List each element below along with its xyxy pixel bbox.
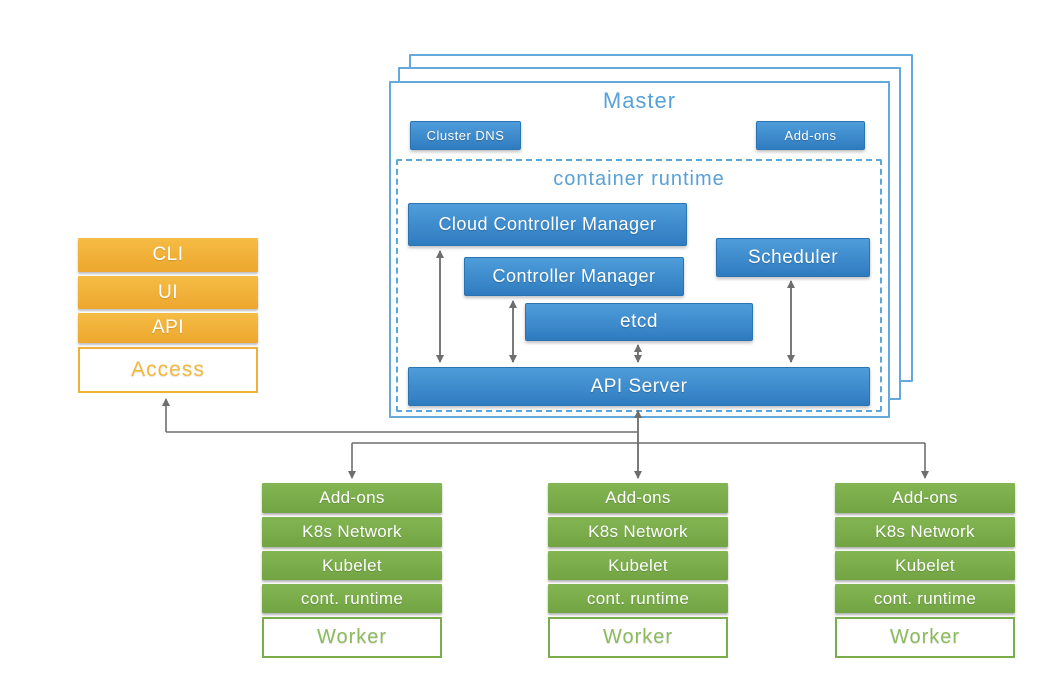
access-label: Access bbox=[78, 347, 258, 393]
api-server-box: API Server bbox=[408, 367, 870, 406]
worker1-k8s-network: K8s Network bbox=[262, 517, 442, 547]
worker2-kubelet: Kubelet bbox=[548, 551, 728, 580]
worker3-k8s-network: K8s Network bbox=[835, 517, 1015, 547]
master-addons-box: Add-ons bbox=[756, 121, 865, 150]
worker2-cont-runtime: cont. runtime bbox=[548, 584, 728, 613]
access-api-box: API bbox=[78, 313, 258, 343]
worker3-label: Worker bbox=[835, 617, 1015, 658]
worker3-kubelet: Kubelet bbox=[835, 551, 1015, 580]
worker1-cont-runtime: cont. runtime bbox=[262, 584, 442, 613]
worker1-label: Worker bbox=[262, 617, 442, 658]
worker1-kubelet: Kubelet bbox=[262, 551, 442, 580]
container-runtime-title: container runtime bbox=[553, 168, 725, 190]
etcd-box: etcd bbox=[525, 303, 753, 341]
master-title: Master bbox=[602, 88, 677, 113]
worker3-cont-runtime: cont. runtime bbox=[835, 584, 1015, 613]
worker3-addons: Add-ons bbox=[835, 483, 1015, 513]
worker1-addons: Add-ons bbox=[262, 483, 442, 513]
worker2-label: Worker bbox=[548, 617, 728, 658]
cloud-controller-manager-box: Cloud Controller Manager bbox=[408, 203, 687, 246]
controller-manager-box: Controller Manager bbox=[464, 257, 684, 296]
access-ui-box: UI bbox=[78, 276, 258, 309]
access-cli-box: CLI bbox=[78, 238, 258, 272]
worker-node-1: Add-ons K8s Network Kubelet cont. runtim… bbox=[262, 483, 442, 658]
cluster-dns-box: Cluster DNS bbox=[410, 121, 521, 150]
worker-node-2: Add-ons K8s Network Kubelet cont. runtim… bbox=[548, 483, 728, 658]
worker2-addons: Add-ons bbox=[548, 483, 728, 513]
worker-node-3: Add-ons K8s Network Kubelet cont. runtim… bbox=[835, 483, 1015, 658]
worker2-k8s-network: K8s Network bbox=[548, 517, 728, 547]
scheduler-box: Scheduler bbox=[716, 238, 870, 277]
